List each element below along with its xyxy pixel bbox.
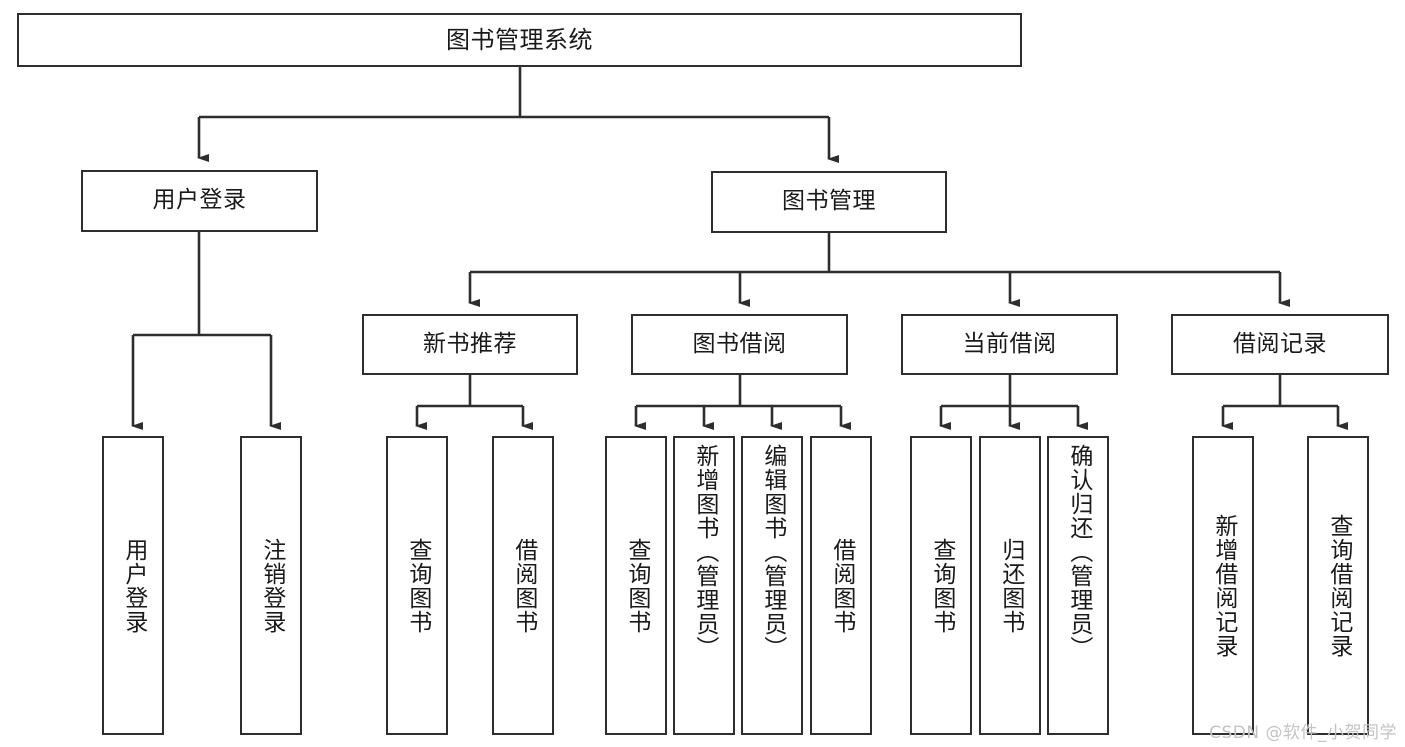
node-leaf-logout[interactable]: 注销登录 bbox=[240, 436, 302, 735]
node-leaf-confirm-return[interactable]: 确认归还（管理员） bbox=[1047, 436, 1109, 735]
node-leaf-add-book[interactable]: 新增图书（管理员） bbox=[673, 436, 735, 735]
node-leaf-return-book-label: 归还图书 bbox=[997, 537, 1024, 634]
node-leaf-add-book-label: 新增图书（管理员） bbox=[691, 444, 718, 660]
node-user-login[interactable]: 用户登录 bbox=[81, 170, 318, 232]
node-leaf-query-book-2[interactable]: 查询图书 bbox=[605, 436, 667, 735]
node-current-borrow[interactable]: 当前借阅 bbox=[901, 314, 1118, 375]
node-leaf-query-book-3[interactable]: 查询图书 bbox=[910, 436, 972, 735]
node-leaf-user-login-label: 用户登录 bbox=[120, 537, 147, 634]
node-borrow-record[interactable]: 借阅记录 bbox=[1171, 314, 1389, 375]
node-leaf-add-record[interactable]: 新增借阅记录 bbox=[1192, 436, 1254, 735]
node-new-book-recommend-label: 新书推荐 bbox=[423, 330, 517, 357]
node-leaf-query-book-1[interactable]: 查询图书 bbox=[386, 436, 448, 735]
node-leaf-add-record-label: 新增借阅记录 bbox=[1210, 513, 1237, 658]
node-root-system-label: 图书管理系统 bbox=[446, 25, 593, 54]
node-leaf-borrow-book-2[interactable]: 借阅图书 bbox=[810, 436, 872, 735]
node-leaf-query-record-label: 查询借阅记录 bbox=[1325, 513, 1352, 658]
node-leaf-borrow-book-1-label: 借阅图书 bbox=[510, 537, 537, 634]
node-book-management[interactable]: 图书管理 bbox=[711, 171, 947, 233]
node-leaf-query-record[interactable]: 查询借阅记录 bbox=[1307, 436, 1369, 735]
node-leaf-query-book-1-label: 查询图书 bbox=[404, 537, 431, 634]
node-new-book-recommend[interactable]: 新书推荐 bbox=[362, 314, 578, 375]
node-borrow-record-label: 借阅记录 bbox=[1233, 330, 1327, 357]
node-leaf-query-book-2-label: 查询图书 bbox=[623, 537, 650, 634]
node-leaf-user-login[interactable]: 用户登录 bbox=[102, 436, 164, 735]
node-root-system[interactable]: 图书管理系统 bbox=[17, 13, 1022, 67]
node-book-management-label: 图书管理 bbox=[782, 188, 876, 215]
node-leaf-borrow-book-2-label: 借阅图书 bbox=[828, 537, 855, 634]
node-current-borrow-label: 当前借阅 bbox=[962, 330, 1057, 357]
node-leaf-borrow-book-1[interactable]: 借阅图书 bbox=[492, 436, 554, 735]
node-book-borrow[interactable]: 图书借阅 bbox=[631, 314, 848, 375]
node-leaf-logout-label: 注销登录 bbox=[258, 537, 285, 634]
node-book-borrow-label: 图书借阅 bbox=[692, 330, 787, 357]
node-leaf-query-book-3-label: 查询图书 bbox=[928, 537, 955, 634]
node-user-login-label: 用户登录 bbox=[152, 187, 247, 214]
node-leaf-confirm-return-label: 确认归还（管理员） bbox=[1065, 444, 1092, 660]
node-leaf-edit-book-label: 编辑图书（管理员） bbox=[759, 444, 786, 660]
node-leaf-return-book[interactable]: 归还图书 bbox=[979, 436, 1041, 735]
node-leaf-edit-book[interactable]: 编辑图书（管理员） bbox=[741, 436, 803, 735]
